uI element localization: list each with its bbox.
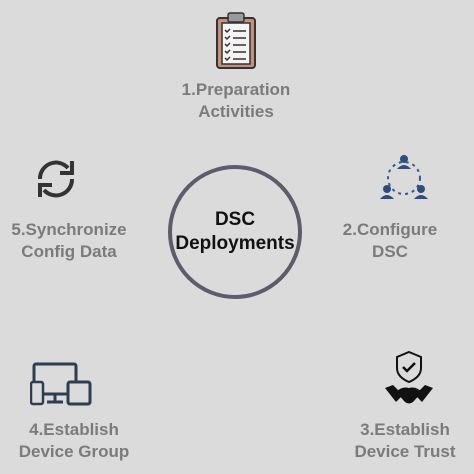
step-5-label: 5.Synchronize Config Data xyxy=(11,220,127,261)
step-4-label: 4.Establish Device Group xyxy=(18,420,130,461)
step-1-label: 1.Preparation Activities xyxy=(181,80,291,121)
center-title-line1: DSC xyxy=(214,209,256,230)
center-title-line2: Deployments xyxy=(175,233,295,254)
step-2-label: 2.Configure DSC xyxy=(342,220,438,261)
handshake-shield-icon xyxy=(384,350,434,410)
center-circle: DSC Deployments xyxy=(168,165,302,299)
devices-icon xyxy=(29,362,92,406)
step-3-label: 3.Establish Device Trust xyxy=(354,420,456,461)
clipboard-checklist-icon xyxy=(214,12,258,70)
team-network-icon xyxy=(378,154,430,204)
sync-icon xyxy=(32,155,80,203)
